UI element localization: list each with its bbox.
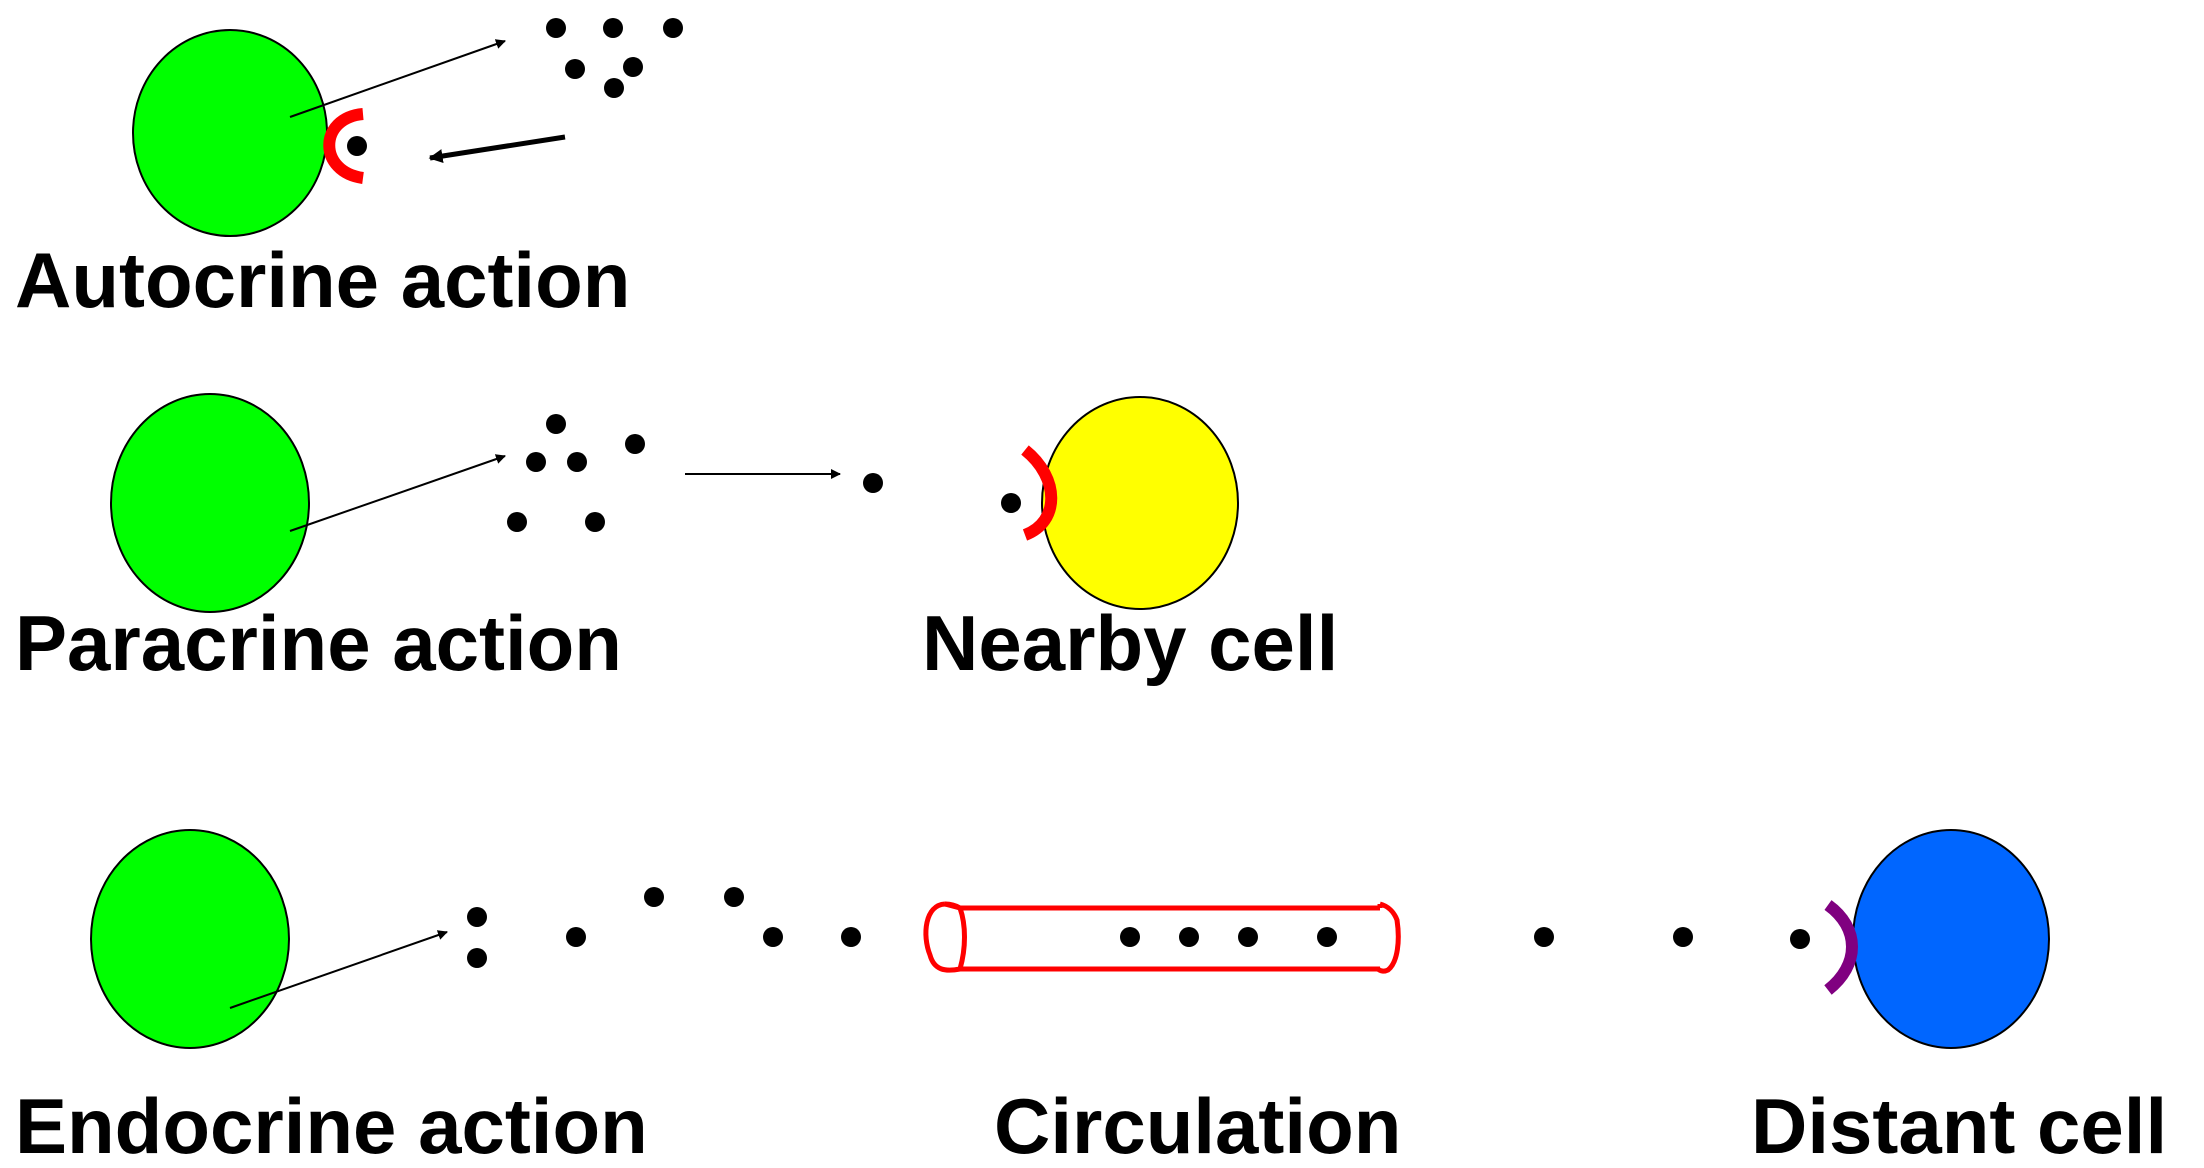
molecule	[566, 927, 586, 947]
molecule	[625, 434, 645, 454]
autocrine-bound-molecule	[347, 136, 367, 156]
endocrine-row: Endocrine action Circulation Distant cel…	[15, 829, 2167, 1168]
molecule	[467, 948, 487, 968]
endocrine-secretion-arrow	[229, 930, 448, 1009]
distant-cell-label: Distant cell	[1751, 1082, 2167, 1168]
diffusing-molecule	[863, 473, 883, 493]
vessel-left-opening	[923, 901, 967, 973]
molecule	[546, 414, 566, 434]
traveling-molecules	[1534, 927, 1693, 947]
distant-cell-receptor	[1824, 900, 1858, 995]
molecule	[1317, 927, 1337, 947]
molecule	[1179, 927, 1199, 947]
nearby-cell-receptor	[1021, 445, 1058, 541]
autocrine-return-arrow	[428, 134, 566, 163]
autocrine-secreting-cell	[132, 29, 328, 237]
molecule	[585, 512, 605, 532]
paracrine-bound-molecule	[1001, 493, 1021, 513]
molecule	[724, 887, 744, 907]
molecule	[1238, 927, 1258, 947]
vessel-right-end	[1376, 901, 1401, 974]
molecule	[567, 452, 587, 472]
molecule	[507, 512, 527, 532]
molecule	[663, 18, 683, 38]
molecule	[526, 452, 546, 472]
molecule	[467, 907, 487, 927]
endocrine-bound-molecule	[1790, 929, 1810, 949]
molecule	[604, 78, 624, 98]
molecule	[644, 887, 664, 907]
autocrine-row: Autocrine action	[15, 18, 683, 324]
paracrine-secreting-cell	[110, 393, 310, 613]
circulating-molecules	[1120, 927, 1337, 947]
autocrine-label: Autocrine action	[15, 236, 630, 324]
paracrine-secretion-arrow	[289, 454, 506, 532]
endocrine-label: Endocrine action	[15, 1082, 648, 1168]
endocrine-released-molecules	[467, 887, 861, 968]
blood-vessel	[923, 901, 1401, 974]
molecule	[1120, 927, 1140, 947]
distant-cell	[1852, 829, 2050, 1049]
molecule	[763, 927, 783, 947]
vessel-left-cap-top	[944, 901, 961, 911]
autocrine-secreted-molecules	[546, 18, 683, 98]
autocrine-receptor	[323, 108, 365, 184]
molecule	[603, 18, 623, 38]
molecule	[623, 57, 643, 77]
paracrine-label: Paracrine action	[15, 599, 622, 687]
molecule	[546, 18, 566, 38]
endocrine-secreting-cell	[90, 829, 290, 1049]
molecule	[1673, 927, 1693, 947]
circulation-label: Circulation	[994, 1082, 1401, 1168]
nearby-cell	[1041, 396, 1239, 610]
paracrine-secreted-molecules	[507, 414, 645, 532]
nearby-cell-label: Nearby cell	[922, 599, 1338, 687]
molecule	[1534, 927, 1554, 947]
molecule	[565, 59, 585, 79]
paracrine-row: Paracrine action Nearby cell	[15, 393, 1338, 687]
molecule	[841, 927, 861, 947]
autocrine-secretion-arrow	[289, 39, 506, 118]
